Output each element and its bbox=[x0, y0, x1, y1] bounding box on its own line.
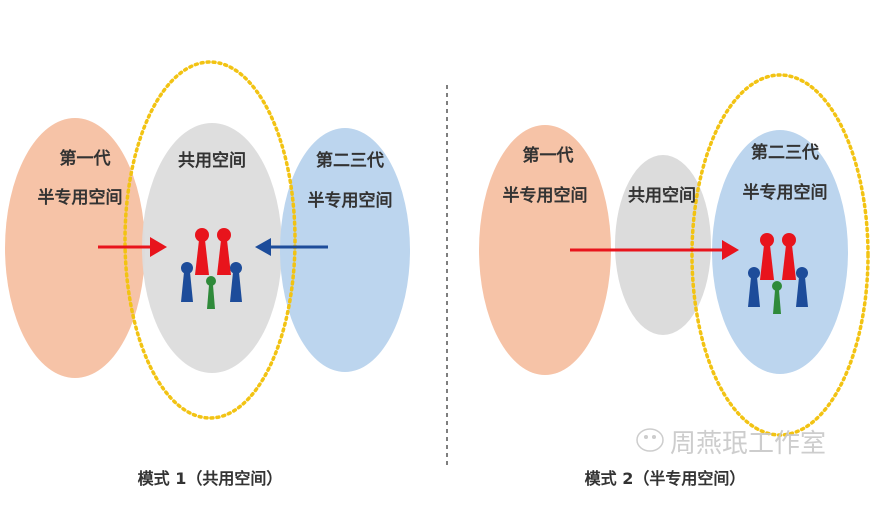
left-label-line2: 半专用空间 bbox=[503, 185, 588, 206]
left-label-line1: 第一代 bbox=[60, 148, 111, 169]
red-arrow-icon bbox=[98, 237, 167, 257]
left-label-line2: 半专用空间 bbox=[38, 187, 123, 208]
center-label: 共用空间 bbox=[628, 185, 696, 206]
blue-arrow-icon bbox=[255, 238, 328, 256]
watermark-text: 周燕珉工作室 bbox=[670, 429, 826, 459]
highlight-dotted-circle bbox=[690, 73, 870, 437]
mode2-diagram: 第一代 半专用空间 共用空间 第二三代 半专用空间 模式 2（半专用空间） bbox=[479, 73, 870, 488]
shared-space bbox=[615, 155, 711, 335]
mode1-diagram: 第一代 半专用空间 共用空间 第二三代 半专用空间 模式 1（共用空间） bbox=[5, 60, 410, 488]
wechat-icon bbox=[636, 428, 664, 452]
center-label: 共用空间 bbox=[178, 150, 246, 171]
first-gen-space bbox=[479, 125, 611, 375]
right-label-line1: 第二三代 bbox=[316, 150, 384, 171]
second-third-gen-space bbox=[280, 128, 410, 372]
second-third-gen-space bbox=[712, 130, 848, 374]
right-label-line2: 半专用空间 bbox=[308, 190, 393, 211]
shared-space bbox=[142, 123, 282, 373]
right-label-line2: 半专用空间 bbox=[743, 182, 828, 203]
left-label-line1: 第一代 bbox=[523, 145, 574, 166]
mode2-caption: 模式 2（半专用空间） bbox=[585, 469, 746, 488]
right-label-line1: 第二三代 bbox=[751, 142, 819, 163]
highlight-dotted-circle bbox=[123, 60, 297, 420]
first-gen-space bbox=[5, 118, 145, 378]
watermark: 周燕珉工作室 bbox=[636, 428, 826, 459]
mode1-caption: 模式 1（共用空间） bbox=[138, 469, 283, 488]
red-arrow-icon bbox=[570, 240, 739, 260]
